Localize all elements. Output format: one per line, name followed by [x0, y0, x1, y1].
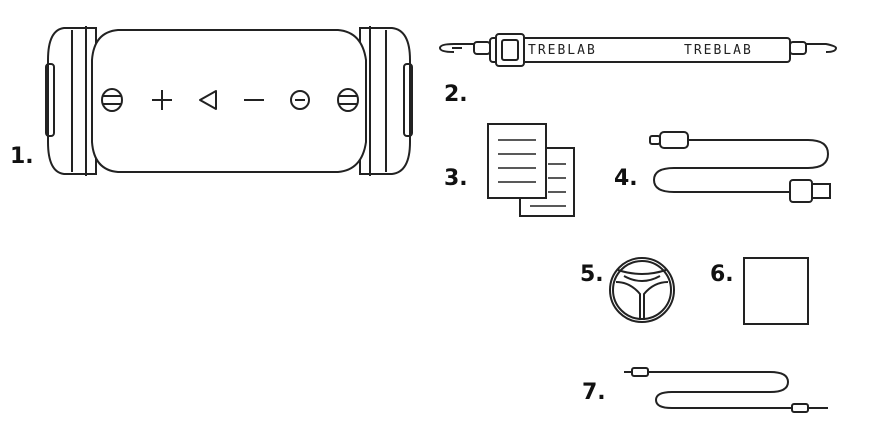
label-5: 5.	[580, 262, 604, 287]
label-4: 4.	[614, 166, 638, 191]
label-2: 2.	[444, 82, 468, 107]
label-3: 3.	[444, 166, 468, 191]
label-6: 6.	[710, 262, 734, 287]
label-7: 7.	[582, 380, 606, 405]
strap-brand-right: TREBLAB	[684, 43, 753, 58]
label-1: 1.	[10, 144, 34, 169]
strap-brand-left: TREBLAB	[528, 43, 597, 58]
